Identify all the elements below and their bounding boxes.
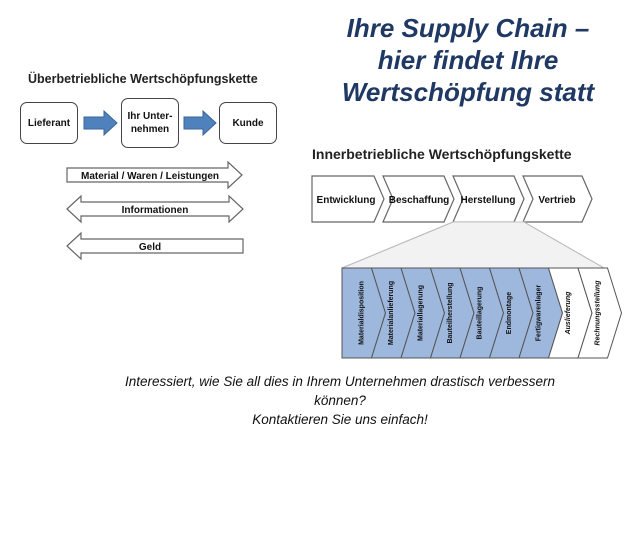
money-flow-label: Geld — [139, 242, 161, 253]
sub-stage-label: Materialdisposition — [359, 281, 366, 345]
box-kunde-label: Kunde — [232, 117, 264, 129]
stage-chevron-herstellung: Herstellung — [452, 175, 525, 223]
sub-stage-label: Fertigwarenlager — [536, 285, 543, 342]
call-to-action: Interessiert, wie Sie all dies in Ihrem … — [60, 372, 620, 429]
title-line-2: hier findet Ihre — [377, 45, 559, 75]
footer-line-1: Interessiert, wie Sie all dies in Ihrem … — [125, 374, 555, 389]
sub-stage-label: Auslieferung — [565, 291, 572, 336]
sub-stage-chevron — [577, 267, 623, 359]
page-title: Ihre Supply Chain – hier findet Ihre Wer… — [318, 12, 618, 108]
information-flow-arrow-icon — [66, 194, 244, 224]
sub-stage-label: Endmontage — [506, 292, 513, 334]
right-diagram-heading: Innerbetriebliche Wertschöpfungskette — [312, 146, 572, 162]
flow-arrow-1-icon — [83, 109, 118, 137]
stage-label-herstellung: Herstellung — [460, 195, 515, 206]
material-flow-arrow-icon — [66, 160, 243, 190]
title-line-1: Ihre Supply Chain – — [346, 13, 590, 43]
stage-chevron-beschaffung: Beschaffung — [382, 175, 455, 223]
zoom-line-left — [341, 221, 454, 269]
title-line-3: Wertschöpfung statt — [341, 77, 595, 107]
zoom-line-right — [523, 221, 605, 269]
sub-stage-label: Materialanlieferung — [388, 281, 395, 345]
sub-stage-label: Bauteillagerung — [477, 287, 484, 340]
box-lieferant-label: Lieferant — [27, 117, 71, 129]
footer-line-2: können? — [314, 393, 366, 408]
flow-arrow-2-icon — [183, 109, 217, 137]
stage-chevron-entwicklung: Entwicklung — [311, 175, 385, 223]
sub-stage-label: Materiallagerung — [418, 285, 425, 341]
footer-line-3: Kontaktieren Sie uns einfach! — [252, 412, 428, 427]
sub-stage-chain: Materialdisposition Materialanlieferung Ma… — [341, 267, 623, 359]
box-ihr-unternehmen: Ihr Unter- nehmen — [121, 98, 179, 148]
sub-stage-label: Bauteilherstellung — [447, 282, 454, 343]
information-flow-label: Informationen — [122, 205, 189, 216]
money-flow-arrow-icon — [66, 231, 244, 261]
stage-label-entwicklung: Entwicklung — [317, 195, 376, 206]
stage-label-vertrieb: Vertrieb — [538, 195, 575, 206]
sub-stage-label: Rechnungsstellung — [595, 280, 602, 346]
material-flow-label: Material / Waren / Leistungen — [81, 171, 219, 182]
box-ihr-unternehmen-label: Ihr Unter- nehmen — [127, 111, 173, 135]
stage-label-beschaffung: Beschaffung — [389, 195, 450, 206]
stage-chevron-vertrieb: Vertrieb — [522, 175, 593, 223]
box-kunde: Kunde — [219, 102, 277, 144]
box-lieferant: Lieferant — [20, 102, 78, 144]
left-diagram-heading: Überbetriebliche Wertschöpfungskette — [28, 72, 258, 86]
